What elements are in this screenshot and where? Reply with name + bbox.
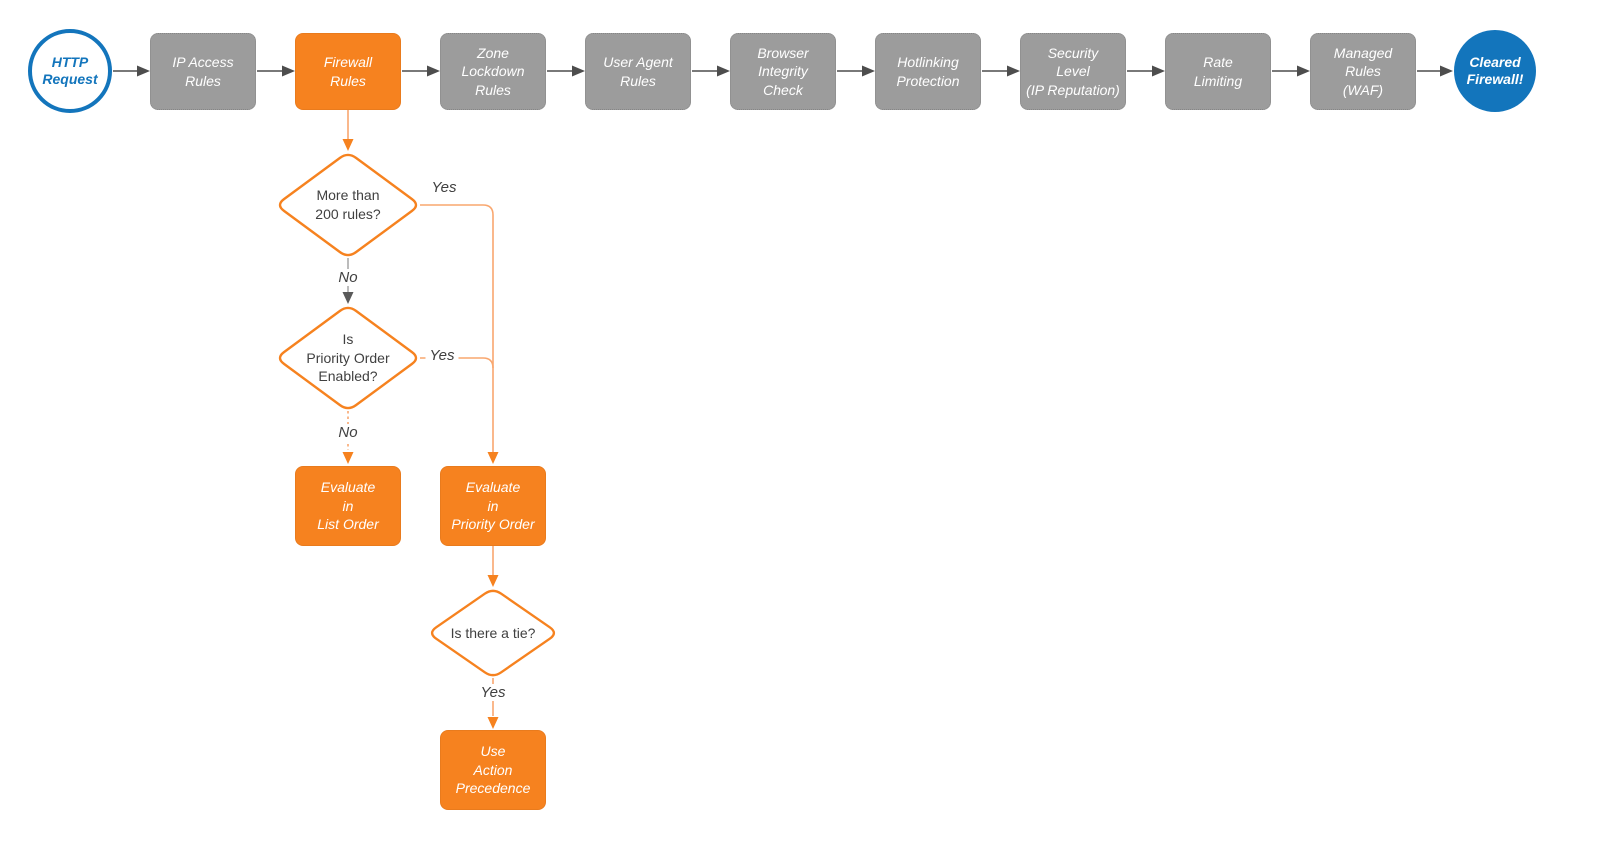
start-node-http-request: HTTP Request bbox=[28, 29, 112, 113]
arrow-ip-access-to-firewall bbox=[257, 65, 295, 77]
arrow-user-agent-to-browser-integrity bbox=[692, 65, 730, 77]
connector-firewall-to-decision1 bbox=[342, 110, 354, 151]
stage-label: Hotlinking Protection bbox=[896, 54, 960, 89]
decision-is-there-a-tie-shape bbox=[430, 589, 556, 677]
connector-decision2-no bbox=[342, 411, 354, 464]
action-label: Use Action Precedence bbox=[455, 742, 531, 797]
decision-priority-order-enabled-shape bbox=[278, 306, 418, 410]
stage-label: Browser Integrity Check bbox=[757, 45, 809, 98]
stage-label: Firewall Rules bbox=[323, 54, 373, 89]
edge-label-decision2-yes: Yes bbox=[425, 347, 459, 364]
stage-label: Rate Limiting bbox=[1193, 54, 1243, 89]
arrow-rate-limiting-to-managed-rules bbox=[1272, 65, 1310, 77]
action-evaluate-in-list-order: Evaluate in List Order bbox=[295, 466, 401, 546]
start-node-label: HTTP Request bbox=[42, 53, 98, 88]
connector-priority-to-decision3 bbox=[487, 546, 499, 587]
stage-managed-rules-waf: Managed Rules (WAF) bbox=[1310, 33, 1416, 110]
stage-label: Security Level (IP Reputation) bbox=[1026, 45, 1120, 98]
stage-ip-access-rules: IP Access Rules bbox=[150, 33, 256, 110]
stage-firewall-rules: Firewall Rules bbox=[295, 33, 401, 110]
stage-user-agent-rules: User Agent Rules bbox=[585, 33, 691, 110]
edge-label-decision2-no: No bbox=[334, 424, 362, 441]
edge-label-decision1-yes: Yes bbox=[427, 179, 461, 196]
connector-decision1-yes bbox=[420, 204, 499, 464]
stage-label: User Agent Rules bbox=[603, 54, 673, 89]
stage-security-level: Security Level (IP Reputation) bbox=[1020, 33, 1126, 110]
arrow-start-to-ip-access bbox=[113, 65, 150, 77]
edge-label-decision1-no: No bbox=[334, 269, 362, 286]
stage-label: IP Access Rules bbox=[172, 54, 234, 89]
stage-label: Zone Lockdown Rules bbox=[461, 45, 525, 98]
action-label: Evaluate in List Order bbox=[317, 478, 379, 533]
arrow-zone-lockdown-to-user-agent bbox=[547, 65, 585, 77]
end-node-label: Cleared Firewall! bbox=[1466, 53, 1524, 88]
end-node-cleared-firewall: Cleared Firewall! bbox=[1454, 30, 1536, 112]
decision-more-than-200-rules-shape bbox=[278, 153, 418, 257]
connector-decision2-yes bbox=[420, 357, 494, 369]
arrow-firewall-to-zone-lockdown bbox=[402, 65, 440, 77]
action-evaluate-in-priority-order: Evaluate in Priority Order bbox=[440, 466, 546, 546]
stage-hotlinking-protection: Hotlinking Protection bbox=[875, 33, 981, 110]
arrow-managed-rules-to-cleared bbox=[1417, 65, 1453, 77]
arrow-browser-integrity-to-hotlinking bbox=[837, 65, 875, 77]
arrow-hotlinking-to-security-level bbox=[982, 65, 1020, 77]
stage-zone-lockdown-rules: Zone Lockdown Rules bbox=[440, 33, 546, 110]
action-use-action-precedence: Use Action Precedence bbox=[440, 730, 546, 810]
edge-label-decision3-yes: Yes bbox=[476, 684, 510, 701]
arrow-security-level-to-rate-limiting bbox=[1127, 65, 1165, 77]
stage-label: Managed Rules (WAF) bbox=[1333, 45, 1393, 98]
stage-rate-limiting: Rate Limiting bbox=[1165, 33, 1271, 110]
action-label: Evaluate in Priority Order bbox=[451, 478, 535, 533]
stage-browser-integrity-check: Browser Integrity Check bbox=[730, 33, 836, 110]
